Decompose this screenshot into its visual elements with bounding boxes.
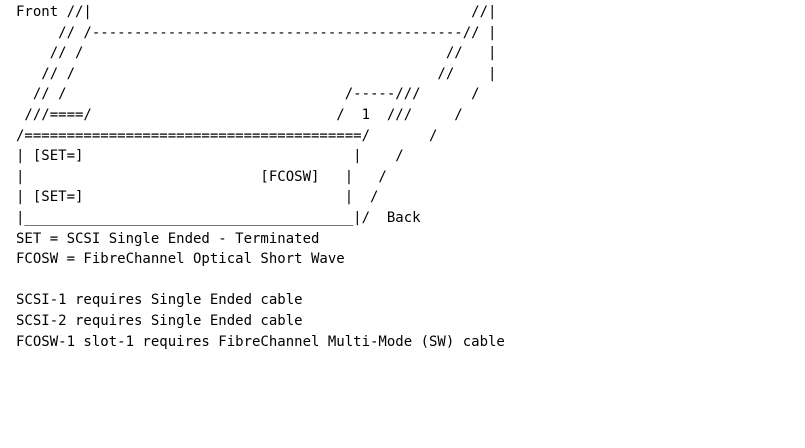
legend: SET = SCSI Single Ended - Terminated FCO… (16, 229, 801, 270)
note-scsi-1: SCSI-1 requires Single Ended cable (16, 292, 303, 309)
chassis-diagram-page: Front //| //| // /----------------------… (16, 0, 801, 448)
legend-set: SET = SCSI Single Ended - Terminated (16, 230, 320, 247)
note-fcosw-1: FCOSW-1 slot-1 requires FibreChannel Mul… (16, 333, 505, 350)
diagram-line: | [FCOSW] | / (16, 168, 387, 185)
diagram-line: | [SET=] | / (16, 148, 404, 165)
spacer (16, 270, 801, 291)
diagram-line: Front //| //| (16, 4, 497, 20)
note-scsi-2: SCSI-2 requires Single Ended cable (16, 312, 303, 329)
diagram-line: |_______________________________________… (16, 209, 421, 226)
diagram-line: // /------------------------------------… (16, 24, 497, 41)
cable-requirements: SCSI-1 requires Single Ended cable SCSI-… (16, 290, 801, 352)
diagram-line: // / /-----/// / (16, 86, 480, 103)
diagram-line: // / // | (16, 45, 497, 62)
ascii-chassis-diagram: Front //| //| // /----------------------… (16, 2, 801, 229)
diagram-line: /=======================================… (16, 127, 438, 144)
diagram-line: ///====/ / 1 /// / (16, 106, 463, 123)
legend-fcosw: FCOSW = FibreChannel Optical Short Wave (16, 251, 345, 268)
diagram-line: // / // | (16, 65, 497, 82)
diagram-line: | [SET=] | / (16, 189, 379, 206)
